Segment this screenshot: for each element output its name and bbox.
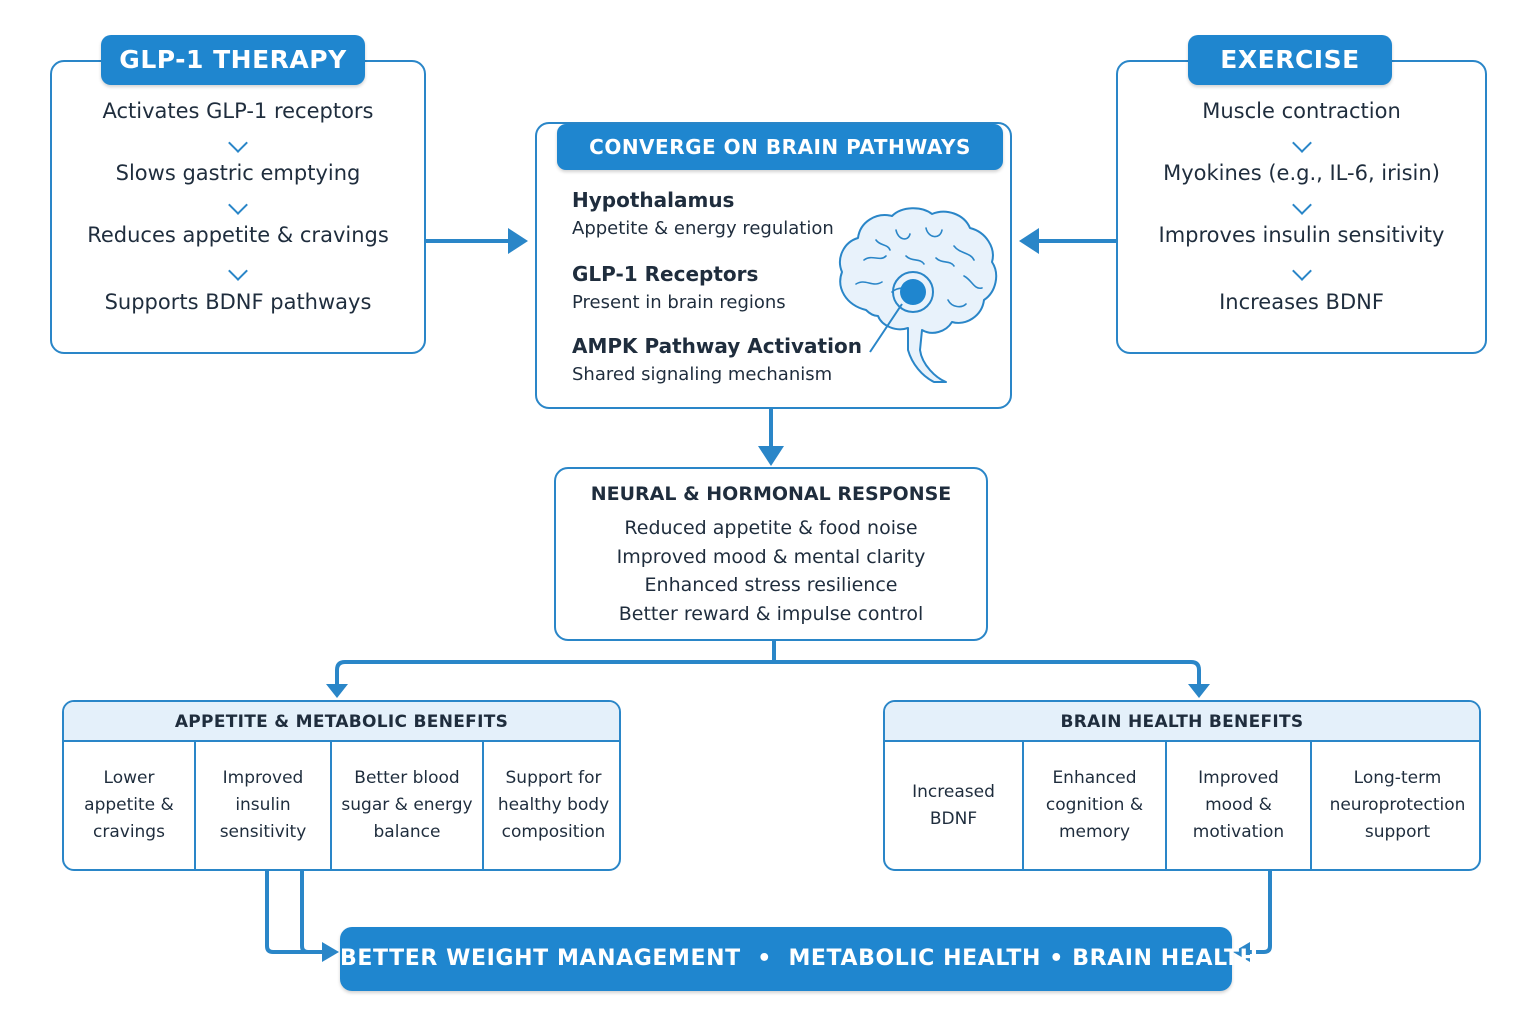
arrowhead-down-right: [1188, 684, 1210, 698]
exercise-step: Increases BDNF: [1219, 290, 1384, 314]
exercise-step: Improves insulin sensitivity: [1158, 223, 1445, 247]
exercise-title: EXERCISE: [1188, 35, 1392, 85]
exercise-step: Muscle contraction: [1202, 99, 1401, 123]
pathway-subtitle: Appetite & energy regulation: [572, 218, 834, 239]
glp1-step: Slows gastric emptying: [115, 161, 361, 185]
outcome-banner: BETTER WEIGHT MANAGEMENT • METABOLIC HEA…: [340, 927, 1258, 991]
exercise-steps: Muscle contraction Myokines (e.g., IL-6,…: [1116, 60, 1487, 354]
arrowhead-into-outcome-right: [1233, 942, 1250, 962]
neural-response-box: [554, 467, 988, 641]
chevron-down-icon: [1291, 133, 1312, 153]
exercise-box: [1116, 60, 1487, 354]
glp1-step: Supports BDNF pathways: [104, 290, 372, 314]
exercise-step: Myokines (e.g., IL-6, irisin): [1163, 161, 1440, 185]
glp1-steps: Activates GLP-1 receptors Slows gastric …: [50, 60, 426, 354]
pathway-title: GLP-1 Receptors: [572, 262, 759, 286]
pathway-title: AMPK Pathway Activation: [572, 334, 862, 358]
arrowhead-into-outcome-left: [322, 942, 339, 962]
response-line: Reduced appetite & food noise: [624, 517, 918, 539]
arrowhead-down-left: [326, 684, 348, 698]
glp1-step: Activates GLP-1 receptors: [102, 99, 374, 123]
brain-health-benefits-title: BRAIN HEALTH BENEFITS: [885, 702, 1479, 742]
arrowhead-down: [758, 446, 784, 466]
chevron-down-icon: [1291, 261, 1312, 281]
pathway-subtitle: Shared signaling mechanism: [572, 364, 833, 385]
arrow-brainhealth-to-outcome: [1250, 871, 1272, 954]
arrow-appetite-to-outcome: [265, 871, 322, 954]
pathway-title: Hypothalamus: [572, 188, 735, 212]
pathway-subtitle: Present in brain regions: [572, 292, 786, 313]
glp1-therapy-title: GLP-1 THERAPY: [101, 35, 365, 85]
brain-icon: [839, 207, 998, 383]
brain-pathways-title: CONVERGE ON BRAIN PATHWAYS: [557, 124, 1003, 170]
neural-response-title: NEURAL & HORMONAL RESPONSE: [590, 483, 952, 505]
chevron-down-icon: [228, 133, 248, 153]
chevron-down-icon: [1291, 195, 1312, 215]
glp1-step: Reduces appetite & cravings: [87, 223, 389, 247]
response-line: Improved mood & mental clarity: [616, 546, 926, 568]
response-line: Enhanced stress resilience: [644, 574, 898, 596]
chevron-down-icon: [228, 261, 248, 281]
arrowhead-right: [508, 228, 528, 254]
appetite-benefits-title: APPETITE & METABOLIC BENEFITS: [64, 702, 619, 742]
response-line: Better reward & impulse control: [618, 603, 924, 625]
arrowhead-left: [1019, 228, 1039, 254]
arrow-response-split: [335, 641, 1201, 686]
chevron-down-icon: [228, 195, 248, 215]
